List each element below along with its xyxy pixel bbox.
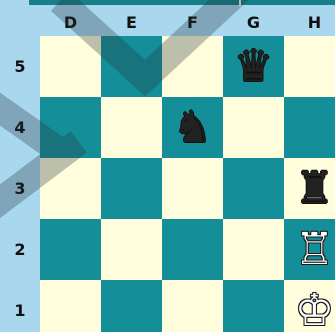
toolbar-marker bbox=[239, 0, 241, 7]
square-f3[interactable] bbox=[162, 158, 223, 219]
rank-label-5: 5 bbox=[12, 59, 28, 75]
square-h3[interactable]: ♜ bbox=[284, 158, 335, 219]
square-g3[interactable] bbox=[223, 158, 284, 219]
square-e2[interactable] bbox=[101, 219, 162, 280]
square-f5[interactable] bbox=[162, 36, 223, 97]
square-d5[interactable] bbox=[40, 36, 101, 97]
square-e1[interactable] bbox=[101, 280, 162, 332]
square-h2[interactable]: ♖ bbox=[284, 219, 335, 280]
file-label-h: H bbox=[284, 15, 335, 31]
chess-board: ♛ ♞ ♜ ♖ ♔ bbox=[40, 36, 335, 332]
square-d3[interactable] bbox=[40, 158, 101, 219]
white-king-icon[interactable]: ♔ bbox=[291, 287, 335, 332]
square-f2[interactable] bbox=[162, 219, 223, 280]
square-g5[interactable]: ♛ bbox=[223, 36, 284, 97]
top-toolbar-strip bbox=[29, 0, 335, 5]
black-queen-icon[interactable]: ♛ bbox=[230, 43, 278, 91]
square-e5[interactable] bbox=[101, 36, 162, 97]
square-g4[interactable] bbox=[223, 97, 284, 158]
square-e4[interactable] bbox=[101, 97, 162, 158]
square-f4[interactable]: ♞ bbox=[162, 97, 223, 158]
file-label-g: G bbox=[223, 15, 284, 31]
rank-label-3: 3 bbox=[12, 181, 28, 197]
square-g2[interactable] bbox=[223, 219, 284, 280]
black-rook-icon[interactable]: ♜ bbox=[291, 165, 335, 213]
white-rook-icon[interactable]: ♖ bbox=[291, 226, 335, 274]
square-e3[interactable] bbox=[101, 158, 162, 219]
square-d2[interactable] bbox=[40, 219, 101, 280]
file-label-d: D bbox=[40, 15, 101, 31]
rank-label-2: 2 bbox=[12, 242, 28, 258]
rank-label-1: 1 bbox=[12, 303, 28, 319]
square-d1[interactable] bbox=[40, 280, 101, 332]
rank-label-4: 4 bbox=[12, 120, 28, 136]
black-knight-icon[interactable]: ♞ bbox=[169, 104, 217, 152]
square-d4[interactable] bbox=[40, 97, 101, 158]
square-h4[interactable] bbox=[284, 97, 335, 158]
square-f1[interactable] bbox=[162, 280, 223, 332]
square-h1[interactable]: ♔ bbox=[284, 280, 335, 332]
square-h5[interactable] bbox=[284, 36, 335, 97]
square-g1[interactable] bbox=[223, 280, 284, 332]
file-label-f: F bbox=[162, 15, 223, 31]
file-label-e: E bbox=[101, 15, 162, 31]
